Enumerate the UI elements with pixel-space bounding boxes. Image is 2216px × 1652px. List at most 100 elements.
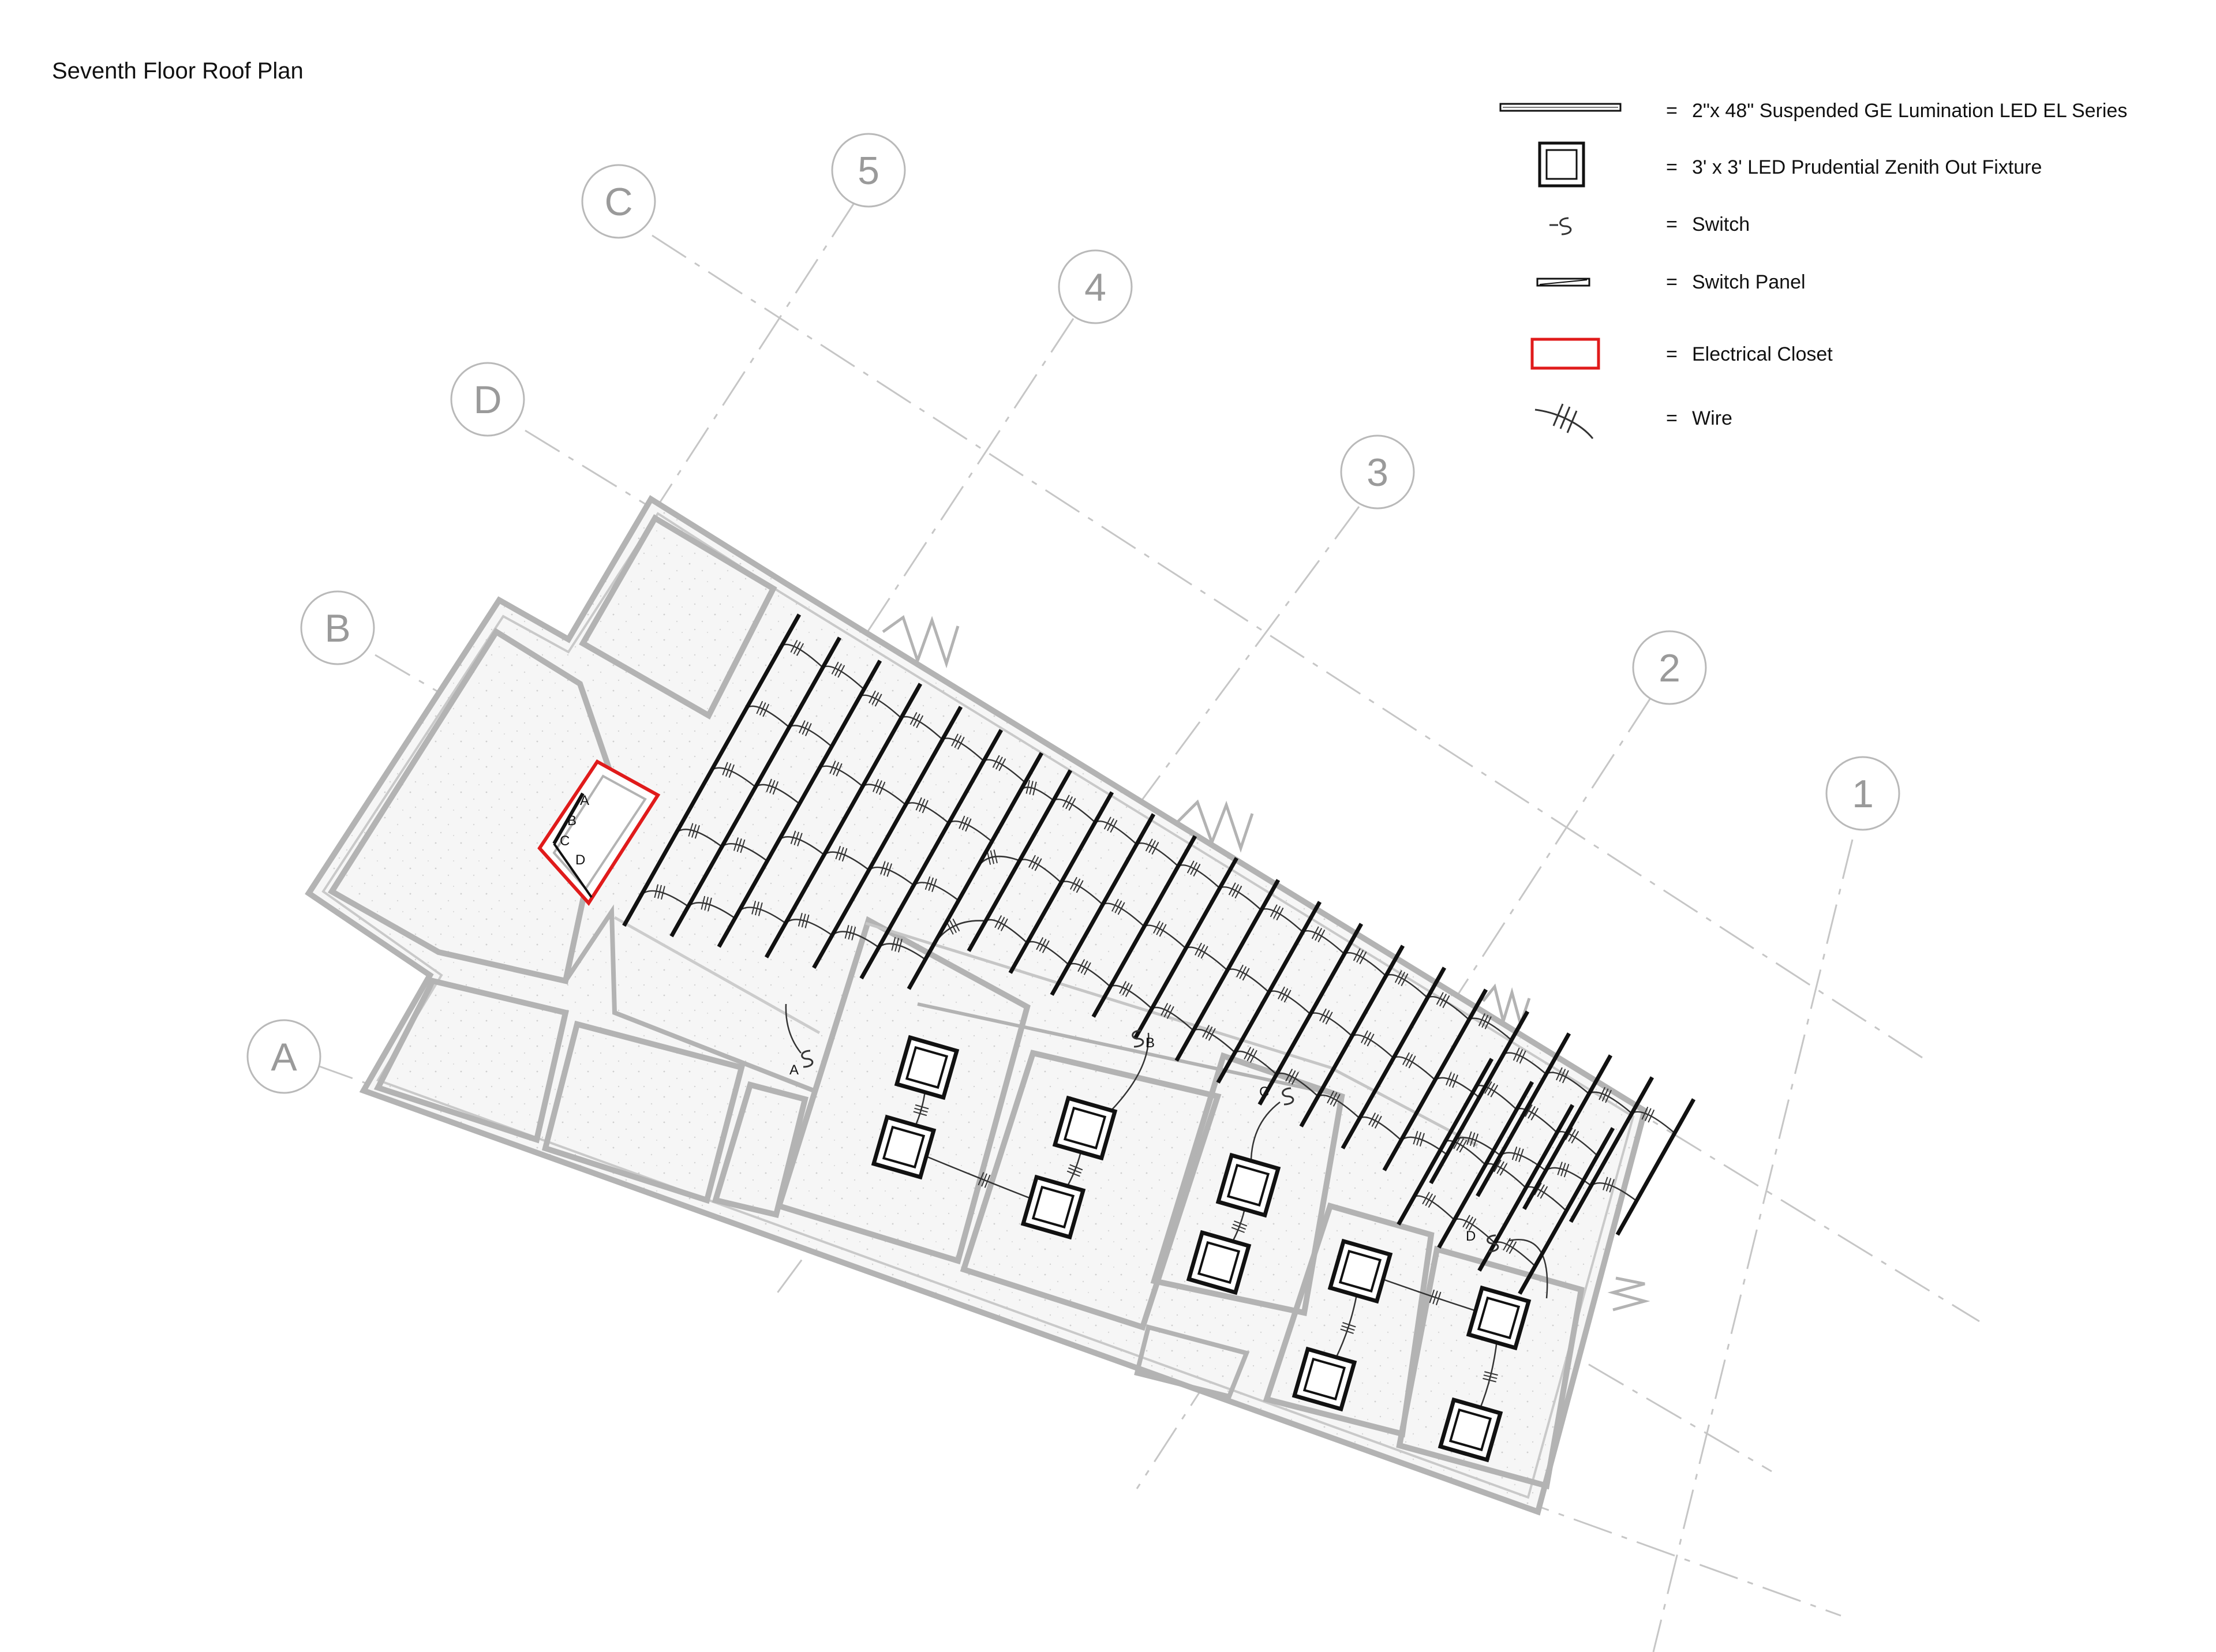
wire-tick xyxy=(1368,1112,1376,1126)
utility-room xyxy=(1134,1324,1250,1399)
square-led-fixture xyxy=(1438,1397,1503,1463)
legend-eq-6: = xyxy=(1666,407,1678,429)
grid-bubble-label-2: 2 xyxy=(1659,646,1680,690)
wire-tick xyxy=(1413,1130,1418,1145)
wire-tick xyxy=(1359,951,1367,965)
suspended-led-fixture xyxy=(967,769,1073,952)
wire-tick xyxy=(1278,986,1285,999)
wire-tick xyxy=(916,715,924,728)
wire-tick xyxy=(984,1174,991,1188)
room-southwest-1 xyxy=(373,977,569,1144)
wire-tick xyxy=(1029,781,1034,795)
office-2 xyxy=(960,1050,1222,1331)
wire-tick xyxy=(1340,1328,1354,1334)
wire-tick xyxy=(762,703,770,717)
suspended-led-fixture xyxy=(1476,1032,1571,1197)
wire-tick xyxy=(1483,1377,1496,1383)
grid-bubbles xyxy=(246,133,1900,1094)
wire-tick xyxy=(1322,1010,1330,1023)
wire-tick xyxy=(992,755,1000,768)
wire-tick xyxy=(978,1172,985,1186)
suspended-led-fixture xyxy=(1522,1054,1613,1210)
switch-wire-d xyxy=(1508,1239,1548,1299)
wire-tick xyxy=(869,690,876,703)
wire-tick xyxy=(1416,1132,1422,1146)
building-outline xyxy=(305,495,1650,1516)
wire-tick xyxy=(796,643,804,656)
wire-tick xyxy=(1405,1054,1413,1067)
wire-tick xyxy=(924,876,931,890)
wire-tick xyxy=(1288,1070,1296,1084)
wire-tick xyxy=(1068,797,1076,811)
wire-tick xyxy=(1228,882,1236,896)
square-led-fixture xyxy=(1327,1238,1393,1304)
wire-tick xyxy=(1506,1239,1514,1253)
wire-tick xyxy=(1556,1067,1563,1081)
grid-bubble-d xyxy=(450,362,525,437)
suspended-led-fixture xyxy=(1299,945,1405,1127)
wire-tick xyxy=(754,901,759,916)
wire-tick xyxy=(1163,1004,1171,1018)
switch-label-c: C xyxy=(1259,1084,1269,1100)
wire-tick xyxy=(1249,1050,1257,1063)
wire-tick xyxy=(1273,906,1281,919)
wire-tick xyxy=(1281,988,1289,1001)
wire-tick xyxy=(1317,929,1326,943)
wire-tick xyxy=(1231,884,1240,897)
wire-tick xyxy=(915,797,922,811)
wire-tick xyxy=(1039,938,1047,952)
switch xyxy=(1282,1087,1294,1106)
fixture-lens xyxy=(882,1125,926,1169)
legend-eq-1: = xyxy=(1666,100,1678,122)
wire-tick xyxy=(1111,898,1119,912)
wire-tick xyxy=(1446,1072,1452,1086)
wire-tick xyxy=(949,920,957,933)
wire-tick xyxy=(897,938,903,953)
wire-tick xyxy=(793,641,801,654)
switch-symbol xyxy=(1132,1029,1144,1048)
wire-tick xyxy=(1076,880,1084,893)
wire-tick xyxy=(1291,1072,1299,1085)
wire-tick xyxy=(758,902,763,916)
fixture-lens xyxy=(1063,1106,1107,1150)
square-led-fixture xyxy=(1215,1152,1281,1218)
wire-tick xyxy=(1193,863,1201,877)
panel-label-a: A xyxy=(580,793,589,808)
wire-tick xyxy=(1200,946,1208,959)
wire-tick xyxy=(1073,878,1081,891)
wire-tick xyxy=(1244,1047,1252,1060)
room-southwest-3 xyxy=(712,1081,809,1219)
wire-tick xyxy=(1605,1178,1612,1192)
wire-tick xyxy=(959,815,965,829)
electrical-closet-icon xyxy=(1530,338,1600,370)
wire-tick xyxy=(1069,1164,1083,1171)
wire-tick xyxy=(1145,838,1153,852)
fixture-frame xyxy=(1020,1174,1086,1240)
wire-tick xyxy=(1557,1162,1563,1175)
wire-tick xyxy=(1208,1028,1216,1041)
square-led-fixture xyxy=(1186,1230,1252,1295)
wire-tick xyxy=(961,816,968,830)
wire-tick xyxy=(1402,1052,1410,1065)
grid-bubble-5 xyxy=(831,133,906,208)
wire-tick xyxy=(981,1173,987,1187)
corridor-wall-2 xyxy=(613,916,821,1035)
switch-panel xyxy=(552,792,585,845)
wire-tick xyxy=(1342,1322,1356,1328)
wire-tick xyxy=(1117,902,1125,915)
wire-icon xyxy=(1534,403,1594,439)
wire-tick xyxy=(728,764,735,778)
switch-labels: A B C D xyxy=(789,1035,1476,1244)
wire-tick xyxy=(1186,860,1195,874)
wire-tick xyxy=(1452,1074,1458,1088)
wire-tick xyxy=(1190,862,1198,875)
wire-tick xyxy=(1068,1167,1082,1174)
suspended-led-fixture xyxy=(1615,1098,1696,1236)
wire-tick xyxy=(1530,1107,1539,1121)
wire-tick xyxy=(793,831,800,845)
switches xyxy=(801,1029,1499,1253)
open-office-wall-2 xyxy=(865,921,1478,1147)
legend-eq-3: = xyxy=(1666,213,1678,235)
grid-bubble-label-1: 1 xyxy=(1852,772,1874,816)
